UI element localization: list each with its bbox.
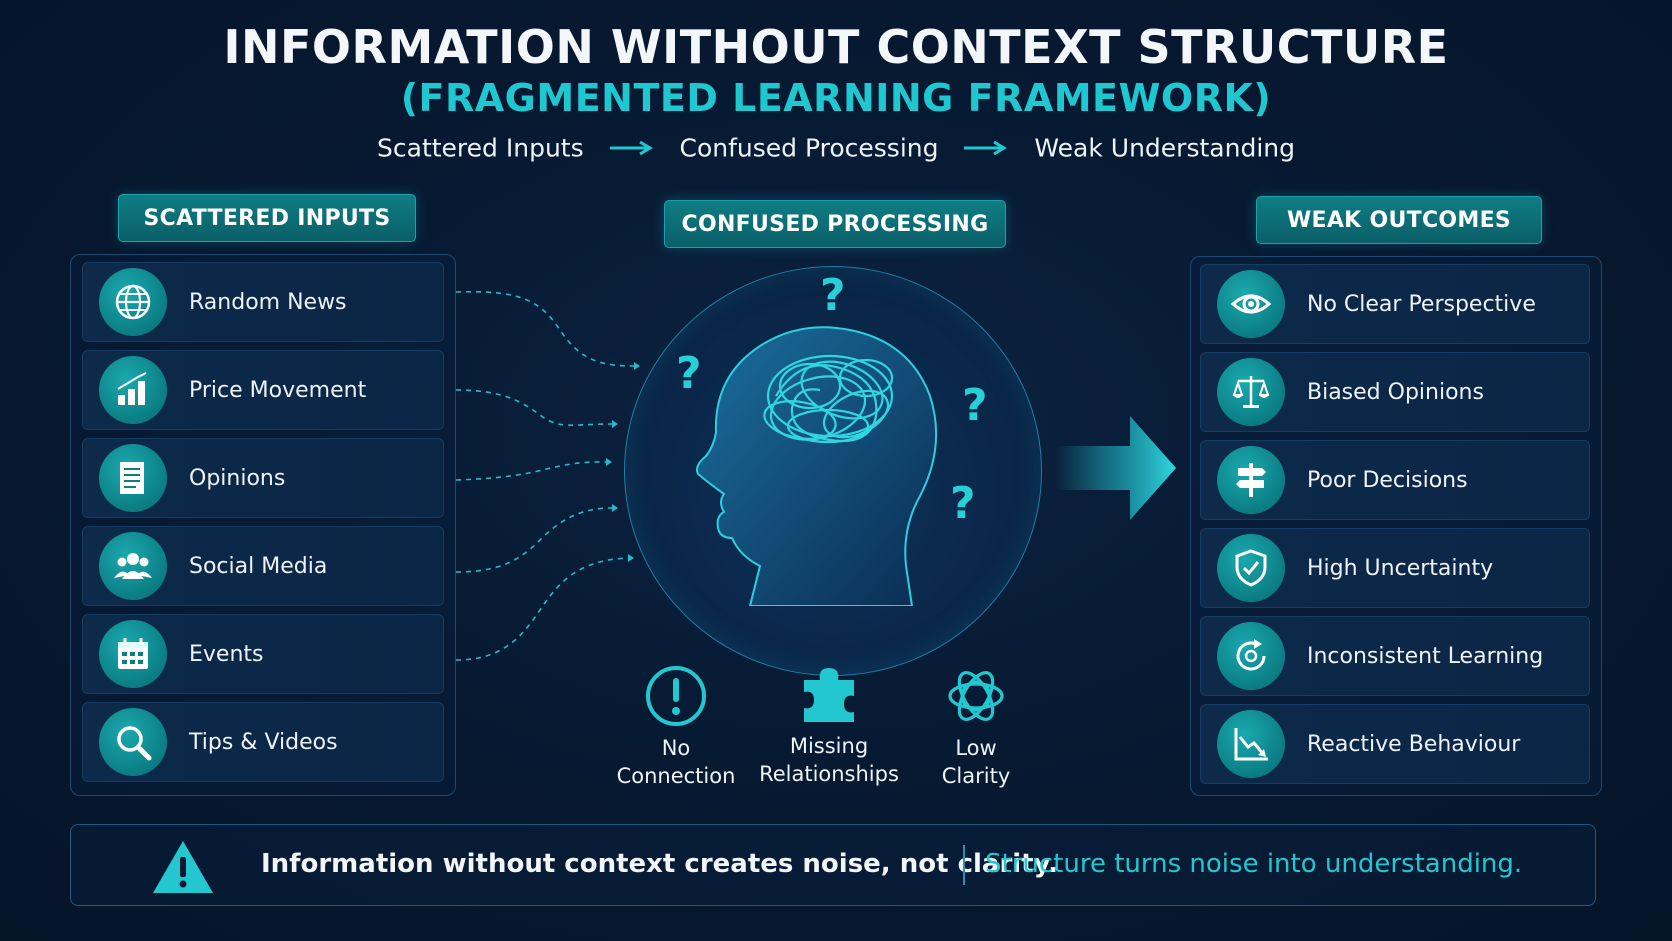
bar-chart-icon <box>99 356 167 424</box>
input-label: Events <box>189 641 264 667</box>
page-subtitle: (FRAGMENTED LEARNING FRAMEWORK) <box>400 76 1272 120</box>
input-item-social-media: Social Media <box>82 526 444 606</box>
footer-divider <box>963 845 965 885</box>
processing-heading: CONFUSED PROCESSING <box>664 200 1006 248</box>
puzzle-icon <box>804 668 854 722</box>
scales-icon <box>1217 358 1285 426</box>
outcome-item-poor-decisions: Poor Decisions <box>1200 440 1590 520</box>
arrow-right-icon <box>609 141 653 155</box>
outcome-label: Inconsistent Learning <box>1307 643 1544 669</box>
decline-chart-icon <box>1217 710 1285 778</box>
outcome-item-inconsistent-learning: Inconsistent Learning <box>1200 616 1590 696</box>
issue-line1: No <box>661 736 691 760</box>
input-item-price-movement: Price Movement <box>82 350 444 430</box>
issue-line2: Relationships <box>759 762 899 786</box>
input-label: Price Movement <box>189 377 367 403</box>
outcome-label: Reactive Behaviour <box>1307 731 1521 757</box>
warning-icon <box>153 841 213 893</box>
big-arrow-icon <box>1056 416 1176 520</box>
outcome-label: Poor Decisions <box>1307 467 1468 493</box>
issue-line2: Clarity <box>941 764 1011 788</box>
head-brain-icon <box>696 326 938 606</box>
eye-icon <box>1217 270 1285 338</box>
issue-no-connection: No Connection <box>596 664 756 790</box>
globe-icon <box>99 268 167 336</box>
question-mark: ? <box>676 348 702 399</box>
issue-line1: Missing <box>789 734 869 758</box>
input-item-events: Events <box>82 614 444 694</box>
calendar-icon <box>99 620 167 688</box>
issue-line2: Connection <box>616 764 736 788</box>
exclamation-icon <box>646 666 706 726</box>
outcome-item-no-clear-perspective: No Clear Perspective <box>1200 264 1590 344</box>
page-title: INFORMATION WITHOUT CONTEXT STRUCTURE <box>223 20 1449 74</box>
outcome-item-biased-opinions: Biased Opinions <box>1200 352 1590 432</box>
flow-step-1: Scattered Inputs <box>377 133 584 163</box>
tangle-icon <box>948 671 1004 721</box>
question-mark: ? <box>962 380 988 431</box>
footer-banner: Information without context creates nois… <box>70 824 1596 906</box>
input-item-random-news: Random News <box>82 262 444 342</box>
question-mark: ? <box>950 478 976 529</box>
input-item-tips-videos: Tips & Videos <box>82 702 444 782</box>
people-icon <box>99 532 167 600</box>
flow-step-3: Weak Understanding <box>1034 133 1295 163</box>
issue-line1: Low <box>955 736 997 760</box>
outcome-item-high-uncertainty: High Uncertainty <box>1200 528 1590 608</box>
footer-warning-text: Information without context creates nois… <box>261 849 1059 879</box>
issue-low-clarity: Low Clarity <box>896 664 1056 790</box>
footer-message-text: Structure turns noise into understanding… <box>985 849 1523 879</box>
input-item-opinions: Opinions <box>82 438 444 518</box>
flow-line: Scattered Inputs Confused Processing Wea… <box>0 132 1672 163</box>
cycle-icon <box>1217 622 1285 690</box>
question-mark: ? <box>820 270 846 321</box>
shield-icon <box>1217 534 1285 602</box>
signpost-icon <box>1217 446 1285 514</box>
flow-step-2: Confused Processing <box>679 133 939 163</box>
input-label: Tips & Videos <box>189 729 338 755</box>
outcome-label: No Clear Perspective <box>1307 291 1536 317</box>
input-label: Random News <box>189 289 347 315</box>
input-label: Social Media <box>189 553 328 579</box>
inputs-heading: SCATTERED INPUTS <box>118 194 416 242</box>
magnifier-icon <box>99 708 167 776</box>
outcome-item-reactive-behaviour: Reactive Behaviour <box>1200 704 1590 784</box>
arrow-right-icon <box>964 141 1008 155</box>
document-icon <box>99 444 167 512</box>
outcome-label: Biased Opinions <box>1307 379 1484 405</box>
input-label: Opinions <box>189 465 286 491</box>
issue-missing-relationships: Missing Relationships <box>749 660 909 788</box>
outcomes-heading: WEAK OUTCOMES <box>1256 196 1542 244</box>
outcome-label: High Uncertainty <box>1307 555 1494 581</box>
